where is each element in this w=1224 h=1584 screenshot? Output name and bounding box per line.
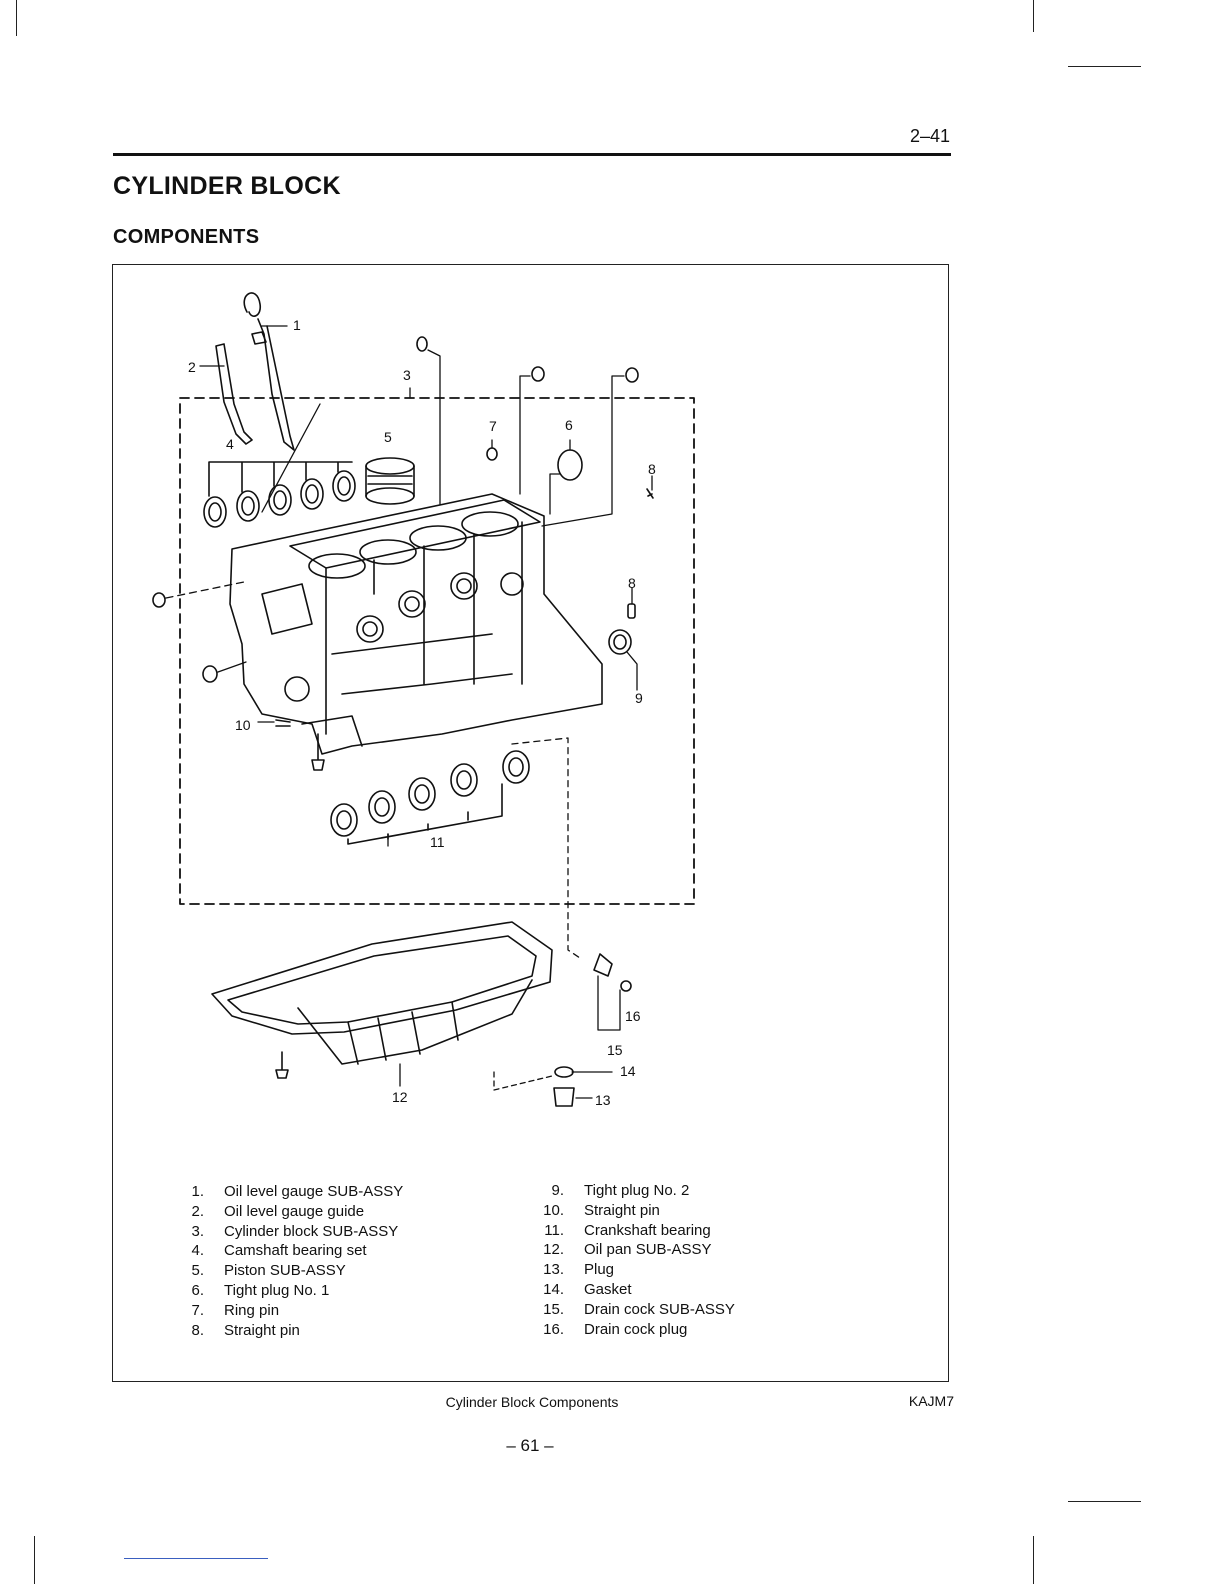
crop-mark	[1033, 0, 1034, 32]
header-rule	[113, 153, 951, 156]
legend-item: 16.Drain cock plug	[543, 1320, 688, 1338]
oil-pan-drawing	[211, 921, 632, 1107]
exploded-diagram	[152, 292, 695, 1107]
callout-8a: 8	[648, 461, 656, 477]
crop-mark	[1033, 1536, 1034, 1584]
legend-left: 1.Oil level gauge SUB-ASSY 2.Oil level g…	[169, 1182, 403, 1340]
legend-item: 3.Cylinder block SUB-ASSY	[191, 1222, 399, 1240]
page-number: 2–41	[909, 126, 950, 146]
piston-drawing	[365, 457, 415, 505]
callout-4: 4	[226, 436, 234, 452]
subassy-dashed-box	[179, 397, 695, 905]
callout-6: 6	[565, 417, 573, 433]
callout-8b: 8	[628, 575, 636, 591]
callout-15: 15	[607, 1042, 623, 1058]
legend-item: 6.Tight plug No. 1	[191, 1281, 330, 1299]
figure-caption: Cylinder Block Components	[445, 1394, 619, 1410]
legend-item: 14.Gasket	[543, 1280, 632, 1298]
legend-item: 7.Ring pin	[191, 1301, 280, 1319]
crop-mark	[34, 1536, 35, 1584]
legend-item: 2.Oil level gauge guide	[191, 1202, 365, 1220]
legend-right: 9.Tight plug No. 2 10.Straight pin 11.Cr…	[529, 1181, 735, 1339]
legend-item: 4.Camshaft bearing set	[191, 1242, 367, 1260]
figure-code: KAJM7	[908, 1393, 954, 1409]
crop-mark	[124, 1558, 268, 1559]
callout-2: 2	[188, 359, 196, 375]
callout-14: 14	[620, 1063, 636, 1079]
callout-13: 13	[595, 1092, 611, 1108]
oil-level-gauge-guide-drawing	[215, 343, 253, 445]
cylinder-block-drawing	[229, 493, 603, 755]
legend-item: 8.Straight pin	[191, 1321, 300, 1339]
callout-9: 9	[635, 690, 643, 706]
legend-item: 11.Crankshaft bearing	[544, 1221, 711, 1239]
legend-item: 9.Tight plug No. 2	[551, 1182, 690, 1199]
legend-item: 1.Oil level gauge SUB-ASSY	[191, 1183, 404, 1200]
callout-1: 1	[293, 317, 301, 333]
legend-item: 5.Piston SUB-ASSY	[191, 1262, 346, 1280]
crop-mark	[1068, 66, 1141, 67]
callout-7: 7	[489, 418, 497, 434]
small-parts-drawing	[152, 336, 654, 771]
figure-frame	[112, 264, 949, 1382]
legend-item: 13.Plug	[543, 1261, 615, 1279]
crop-mark	[1068, 1501, 1141, 1502]
section-subtitle: COMPONENTS	[113, 226, 260, 248]
oil-level-gauge-drawing	[243, 292, 295, 451]
callout-11: 11	[430, 834, 445, 850]
leader-lines	[165, 325, 653, 1099]
legend-item: 10.Straight pin	[543, 1201, 660, 1219]
callout-10: 10	[235, 717, 251, 733]
callout-3: 3	[403, 367, 411, 383]
crankshaft-bearing-drawing	[330, 750, 530, 845]
callout-5: 5	[384, 429, 392, 445]
page-title: CYLINDER BLOCK	[113, 172, 341, 200]
page-folio: – 61 –	[506, 1436, 554, 1455]
camshaft-bearing-set-drawing	[203, 461, 356, 528]
callout-16: 16	[625, 1008, 641, 1024]
legend-item: 12.Oil pan SUB-ASSY	[543, 1241, 712, 1259]
crop-mark	[16, 0, 17, 36]
callout-12: 12	[392, 1089, 408, 1105]
legend-item: 15.Drain cock SUB-ASSY	[543, 1300, 735, 1318]
